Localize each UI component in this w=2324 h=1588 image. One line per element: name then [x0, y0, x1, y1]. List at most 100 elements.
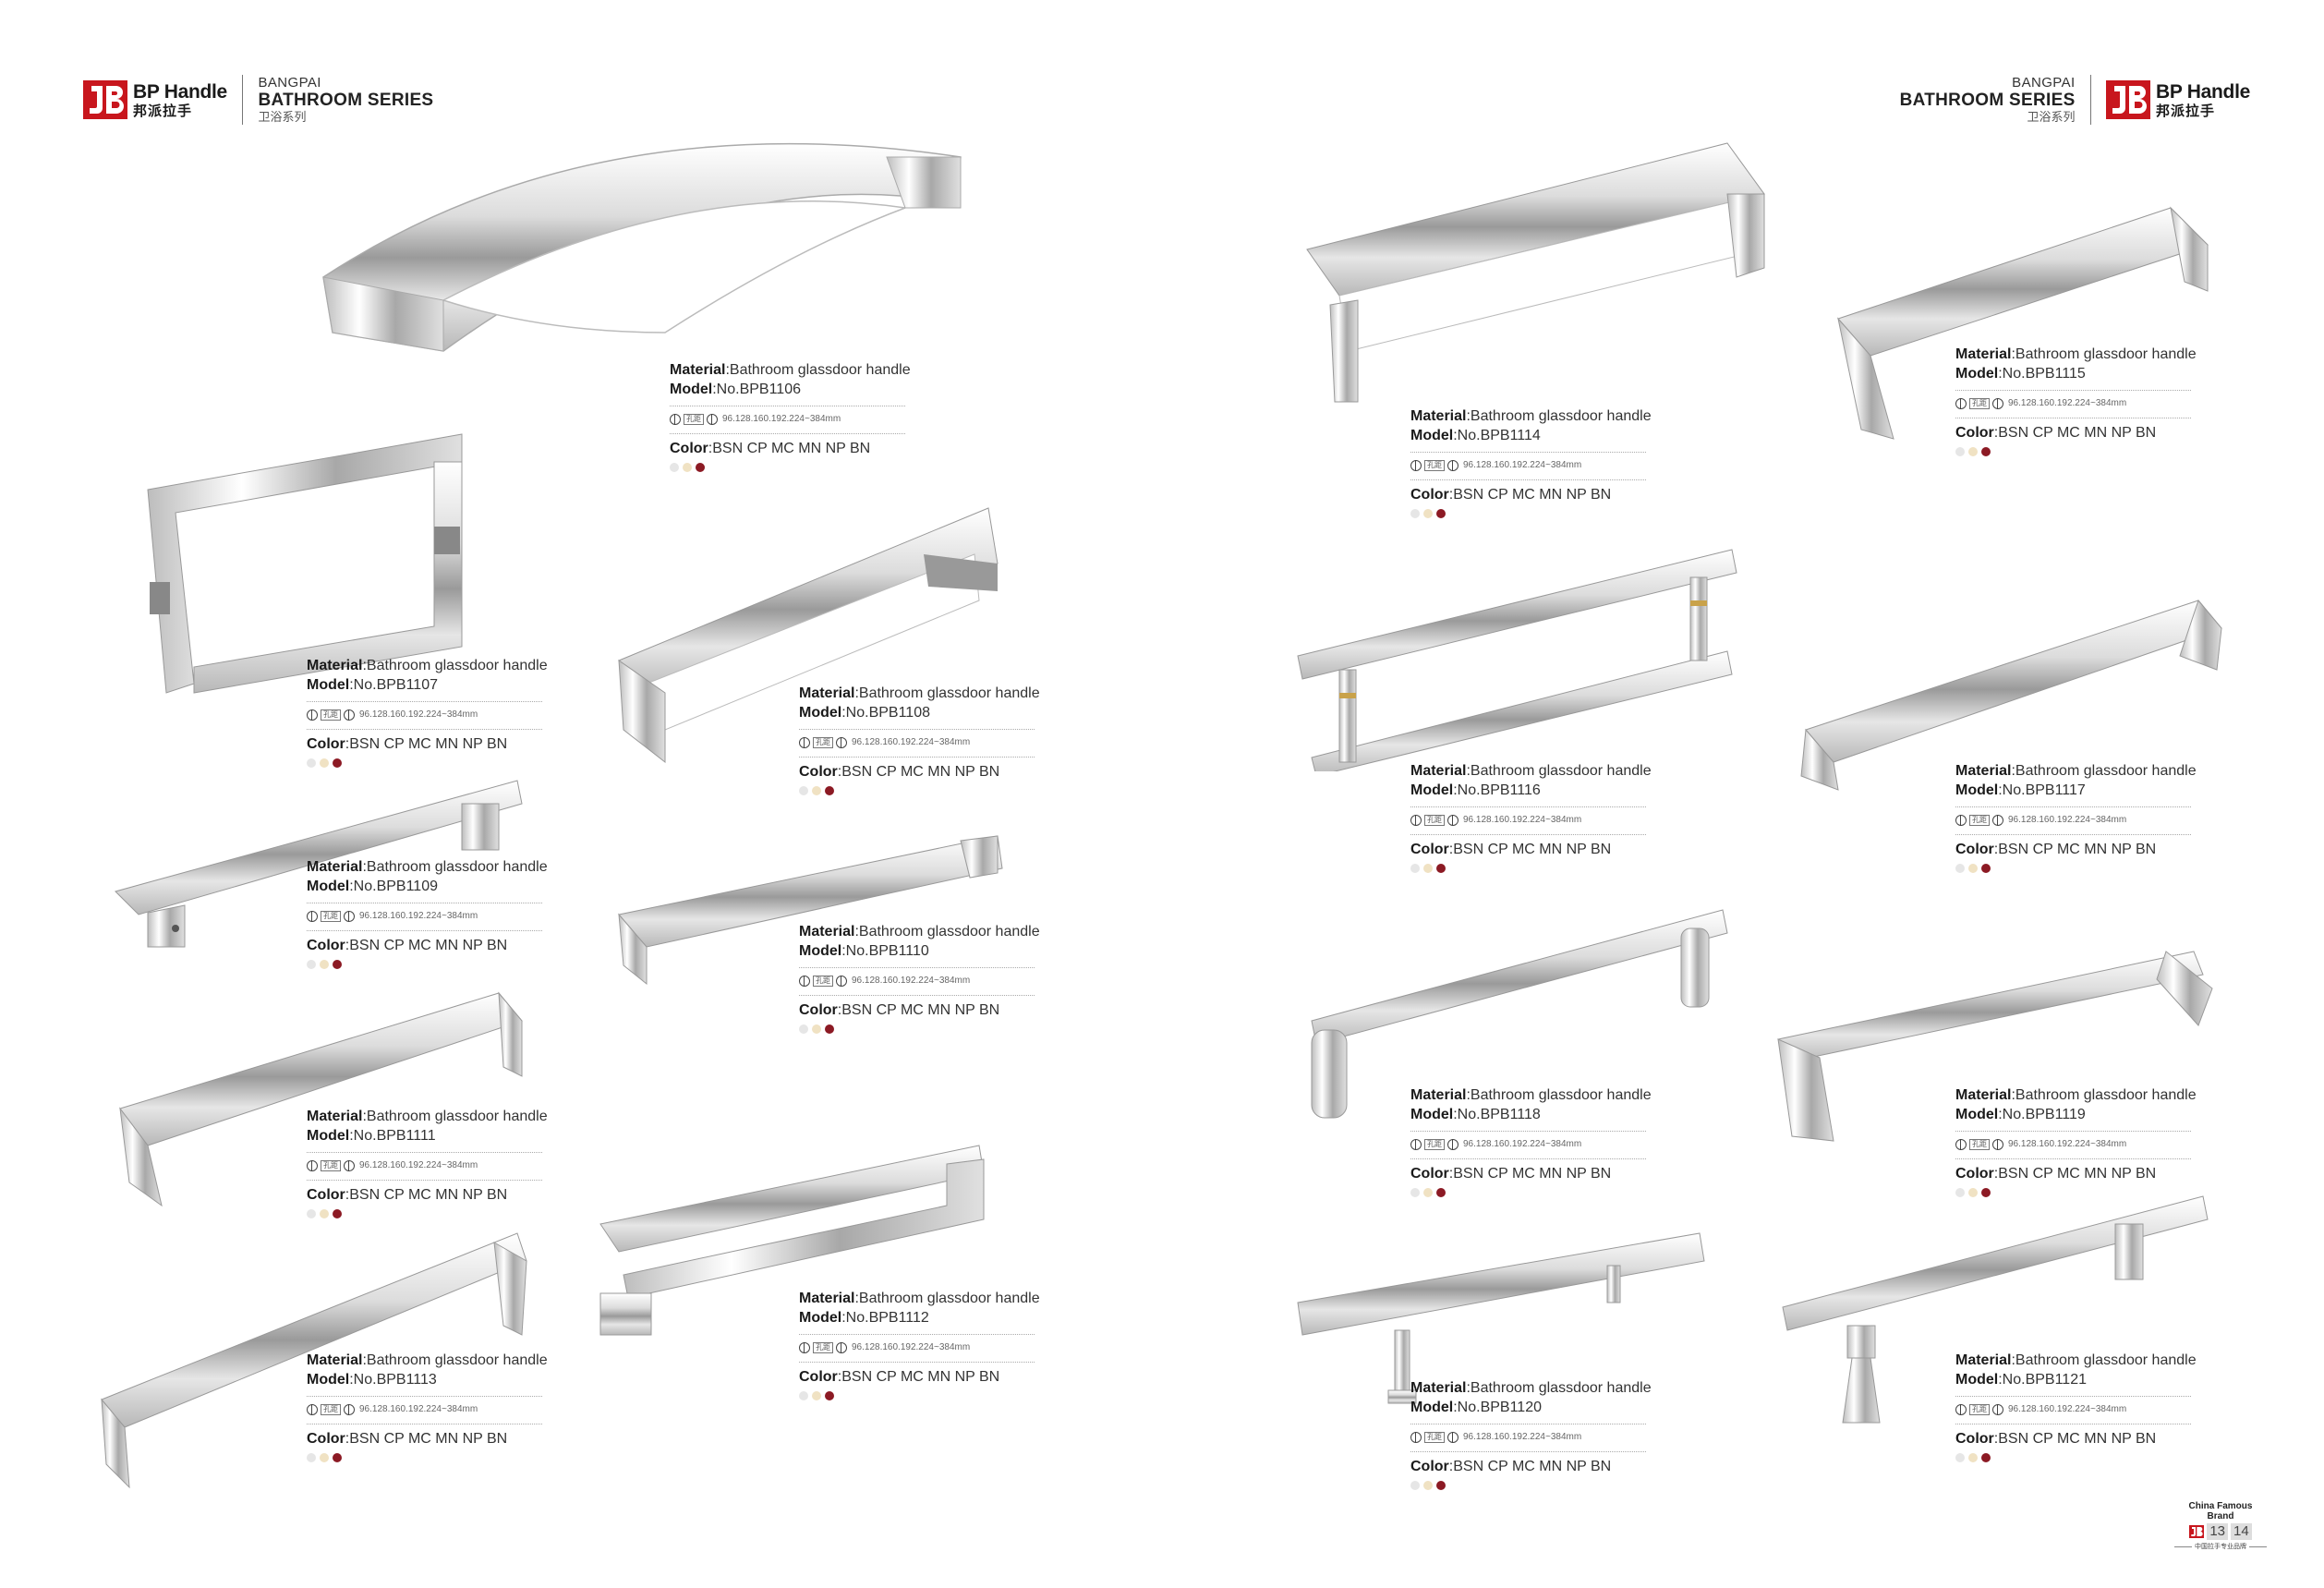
divider — [1955, 806, 2191, 807]
swatch-bronze — [1436, 1481, 1446, 1490]
material-line: Material:Bathroom glassdoor handle — [799, 685, 1040, 701]
model-line: Model:No.BPB1118 — [1410, 1107, 1541, 1122]
divider — [799, 967, 1035, 968]
diameter-icon — [799, 1341, 810, 1353]
brand-name-en: BP Handle — [133, 80, 227, 103]
model-line: Model:No.BPB1109 — [307, 879, 438, 894]
series-name: BATHROOM SERIES — [1899, 91, 2076, 111]
series-title-right: BANGPAI BATHROOM SERIES 卫浴系列 — [1899, 75, 2076, 125]
diameter-icon — [836, 975, 847, 987]
swatch-bronze — [333, 758, 342, 768]
page-number-right: 14 — [2231, 1523, 2252, 1540]
product-image-bpb1120 — [1297, 1232, 1705, 1404]
swatch-silver — [1410, 509, 1420, 518]
swatch-gold — [812, 1024, 821, 1034]
swatch-gold — [1968, 1188, 1978, 1197]
product-image-bpb1107 — [147, 433, 463, 694]
diameter-icon — [1447, 459, 1459, 471]
swatch-bronze — [1981, 1188, 1991, 1197]
swatch-bronze — [1981, 864, 1991, 873]
product-image-bpb1113 — [101, 1232, 527, 1489]
product-info-bpb1110: Material:Bathroom glassdoor handle Model… — [799, 922, 1048, 1034]
brand-name-en: BP Handle — [2156, 80, 2250, 103]
material-line: Material:Bathroom glassdoor handle — [307, 1109, 548, 1124]
diameter-icon — [1447, 1431, 1459, 1443]
divider — [1410, 834, 1646, 835]
diameter-icon — [1447, 814, 1459, 826]
divider — [307, 729, 542, 730]
swatch-gold — [320, 1209, 329, 1218]
divider — [2174, 1546, 2192, 1547]
swatch-gold — [1968, 864, 1978, 873]
product-image-bpb1119 — [1777, 951, 2213, 1142]
swatch-gold — [1968, 447, 1978, 456]
swatch-gold — [1423, 1188, 1433, 1197]
swatch-gold — [1968, 1453, 1978, 1462]
series-name: BATHROOM SERIES — [258, 91, 434, 111]
color-swatches — [670, 463, 919, 472]
product-image-bpb1109 — [115, 780, 523, 948]
color-line: Color:BSN CP MC MN NP BN — [307, 736, 508, 752]
product-image-bpb1110 — [618, 835, 1003, 986]
swatch-bronze — [333, 1209, 342, 1218]
header-left: BP Handle 邦派拉手 BANGPAI BATHROOM SERIES 卫… — [83, 72, 433, 127]
swatch-silver — [1410, 1481, 1420, 1490]
diameter-icon — [307, 1403, 318, 1415]
header-divider — [241, 75, 244, 125]
color-line: Color:BSN CP MC MN NP BN — [1955, 842, 2157, 857]
diameter-icon — [1410, 1138, 1422, 1150]
diameter-icon — [1955, 1138, 1967, 1150]
diameter-icon — [1992, 1138, 2003, 1150]
divider — [1410, 806, 1646, 807]
divider — [1410, 1158, 1646, 1159]
diameter-icon — [307, 910, 318, 922]
product-info-bpb1121: Material:Bathroom glassdoor handle Model… — [1955, 1351, 2205, 1462]
color-swatches — [799, 1391, 1048, 1400]
divider — [799, 1362, 1035, 1363]
diameter-icon — [1992, 1403, 2003, 1415]
diameter-icon — [1992, 814, 2003, 826]
page-footer: China Famous Brand 13 14 中国拉手专业品牌 — [2174, 1501, 2267, 1551]
diameter-icon — [799, 975, 810, 987]
color-line: Color:BSN CP MC MN NP BN — [1410, 1459, 1612, 1474]
divider — [799, 757, 1035, 758]
divider — [307, 701, 542, 702]
swatch-silver — [1955, 1188, 1965, 1197]
model-line: Model:No.BPB1113 — [307, 1372, 437, 1388]
swatch-bronze — [1436, 864, 1446, 873]
color-line: Color:BSN CP MC MN NP BN — [307, 1431, 508, 1447]
series-name-cn: 卫浴系列 — [2027, 109, 2076, 124]
model-line: Model:No.BPB1108 — [799, 705, 930, 721]
swatch-bronze — [696, 463, 705, 472]
product-info-bpb1120: Material:Bathroom glassdoor handle Model… — [1410, 1378, 1660, 1490]
model-line: Model:No.BPB1116 — [1410, 782, 1541, 798]
swatch-silver — [307, 1209, 316, 1218]
product-info-bpb1115: Material:Bathroom glassdoor handle Model… — [1955, 345, 2205, 456]
swatch-silver — [1955, 864, 1965, 873]
swatch-silver — [799, 1024, 808, 1034]
swatch-silver — [799, 1391, 808, 1400]
brand-logo-right: BP Handle 邦派拉手 — [2106, 80, 2250, 119]
model-line: Model:No.BPB1107 — [307, 677, 438, 693]
swatch-bronze — [825, 1391, 834, 1400]
brand-name-cn: 邦派拉手 — [2156, 103, 2216, 119]
header-divider — [2089, 75, 2092, 125]
diameter-icon — [670, 413, 681, 425]
material-line: Material:Bathroom glassdoor handle — [1955, 1087, 2197, 1103]
diameter-icon — [799, 736, 810, 748]
footer-tagline-cn: 中国拉手专业品牌 — [2195, 1544, 2246, 1550]
color-swatches — [307, 1453, 556, 1462]
series-title-left: BANGPAI BATHROOM SERIES 卫浴系列 — [258, 75, 434, 125]
divider — [1410, 452, 1646, 453]
diameter-icon — [344, 709, 355, 721]
product-image-bpb1118 — [1311, 909, 1728, 1119]
diameter-icon — [1410, 1431, 1422, 1443]
